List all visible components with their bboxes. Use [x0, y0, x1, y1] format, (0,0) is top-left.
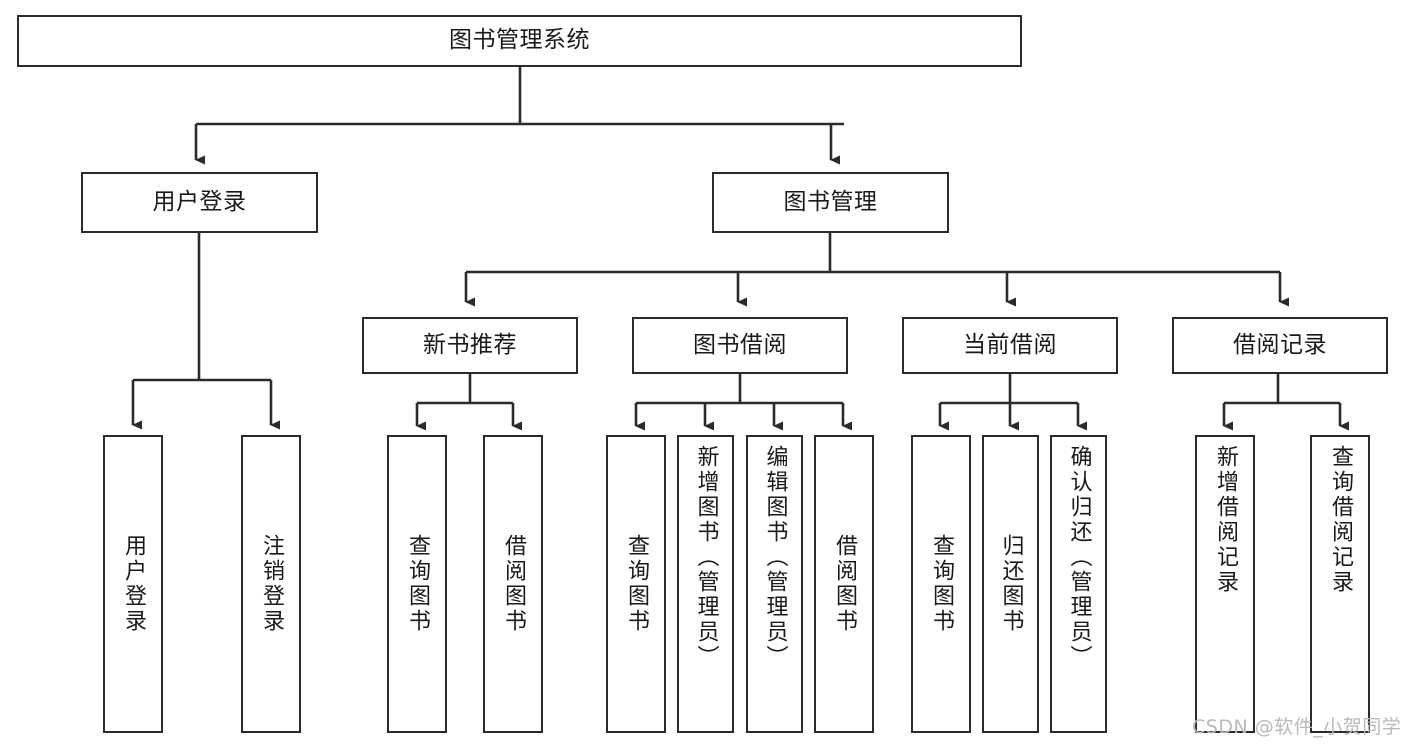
node-new-book-recommendation[interactable]: 新书推荐 [362, 317, 578, 374]
leaf-borrow-query-books[interactable]: 查询图书 [606, 435, 666, 733]
node-label: 借阅图书 [501, 534, 526, 634]
node-label: 借阅记录 [1233, 331, 1327, 358]
node-label: 借阅图书 [832, 534, 857, 634]
node-label: 新增借阅记录 [1213, 445, 1238, 595]
node-label: 用户登录 [152, 188, 247, 215]
node-label: 归还图书 [998, 534, 1024, 634]
node-current-borrowing[interactable]: 当前借阅 [902, 317, 1118, 374]
node-label: 当前借阅 [963, 331, 1057, 358]
node-label: 用户登录 [121, 534, 146, 634]
node-user-login[interactable]: 用户登录 [81, 172, 318, 233]
node-label: 图书管理 [783, 188, 878, 215]
node-label: 图书借阅 [693, 331, 787, 358]
node-label: 查询借阅记录 [1328, 445, 1353, 595]
leaf-records-query-record[interactable]: 查询借阅记录 [1310, 435, 1370, 733]
node-label: 编辑图书（管理员） [762, 445, 788, 670]
leaf-user-login-signin[interactable]: 用户登录 [103, 435, 163, 733]
leaf-records-add-record[interactable]: 新增借阅记录 [1195, 435, 1255, 733]
node-label: 确认归还（管理员） [1066, 445, 1092, 670]
leaf-new-book-borrow-books[interactable]: 借阅图书 [483, 435, 543, 733]
csdn-watermark: CSDN @软件_小贺同学 [1192, 716, 1402, 738]
leaf-user-login-signout[interactable]: 注销登录 [241, 435, 301, 733]
node-label: 查询图书 [405, 534, 430, 634]
node-book-borrowing[interactable]: 图书借阅 [632, 317, 848, 374]
node-borrowing-records[interactable]: 借阅记录 [1172, 317, 1388, 374]
node-label: 新增图书（管理员） [693, 445, 719, 670]
node-label: 图书管理系统 [449, 27, 590, 54]
node-label: 查询图书 [624, 534, 649, 634]
leaf-borrow-edit-book-admin[interactable]: 编辑图书（管理员） [746, 435, 803, 733]
leaf-current-confirm-return-admin[interactable]: 确认归还（管理员） [1050, 435, 1107, 733]
node-label: 查询图书 [929, 534, 954, 634]
leaf-borrow-add-book-admin[interactable]: 新增图书（管理员） [677, 435, 734, 733]
leaf-borrow-borrow-books[interactable]: 借阅图书 [814, 435, 874, 733]
node-label: 新书推荐 [423, 331, 517, 358]
leaf-new-book-query-books[interactable]: 查询图书 [387, 435, 447, 733]
node-root-book-management-system[interactable]: 图书管理系统 [17, 15, 1022, 67]
node-label: 注销登录 [259, 534, 284, 634]
leaf-current-return-books[interactable]: 归还图书 [982, 435, 1039, 733]
leaf-current-query-books[interactable]: 查询图书 [911, 435, 971, 733]
node-book-management[interactable]: 图书管理 [712, 172, 949, 233]
